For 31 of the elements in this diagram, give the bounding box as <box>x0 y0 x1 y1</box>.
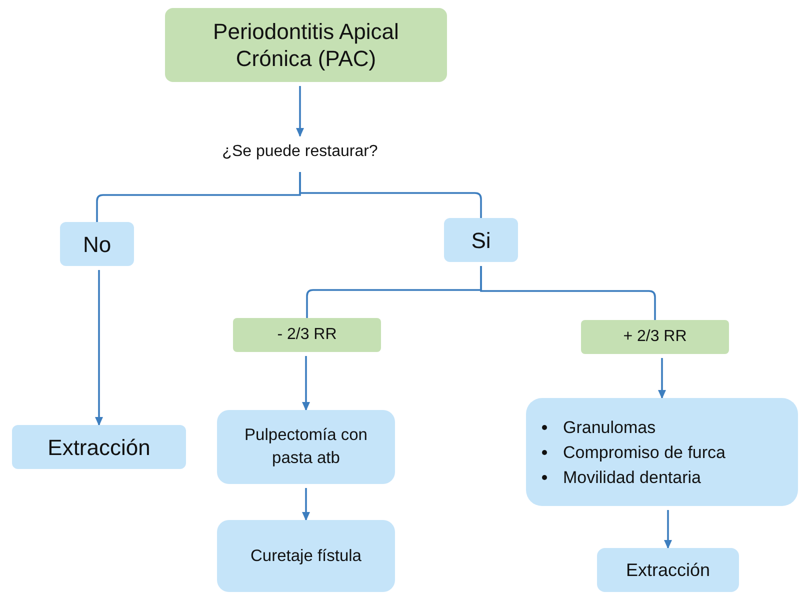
node-label: Si <box>471 226 491 254</box>
node-label: Periodontitis Apical Crónica (PAC) <box>212 18 400 72</box>
answer-box <box>60 222 134 266</box>
answer-box <box>12 425 186 469</box>
criteria-box <box>526 398 798 506</box>
process-box <box>217 520 395 592</box>
process-box <box>597 548 739 592</box>
node-label: Pulpectomía con pasta atb <box>244 425 368 469</box>
answer-box <box>444 218 518 262</box>
bracket-connector <box>299 172 482 218</box>
arrow <box>296 86 304 137</box>
process-box <box>165 8 447 82</box>
bracket-connector <box>480 266 656 320</box>
arrow <box>664 510 672 549</box>
node-label: No <box>82 230 112 258</box>
process-box <box>217 410 395 484</box>
node-label: Extracción <box>48 434 150 462</box>
list-item: Movilidad dentaria <box>563 466 701 488</box>
condition-box <box>233 318 381 352</box>
list-item: Granulomas <box>563 416 656 438</box>
node-label: Extracción <box>626 558 710 582</box>
arrow <box>658 358 666 399</box>
arrow <box>302 488 310 521</box>
node-label: ¿Se puede restaurar? <box>222 142 378 162</box>
condition-box <box>581 320 729 354</box>
arrow <box>302 356 310 411</box>
list-item: Compromiso de furca <box>563 442 726 464</box>
node-label: - 2/3 RR <box>277 325 337 345</box>
arrow <box>95 270 103 426</box>
node-label: + 2/3 RR <box>623 327 687 347</box>
node-label: Curetaje fístula <box>250 546 362 567</box>
